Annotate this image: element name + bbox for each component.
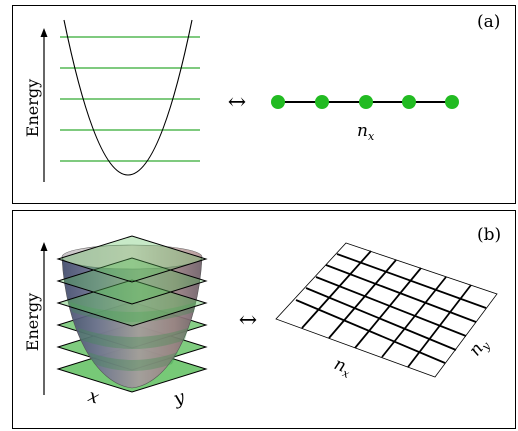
panel-b-label: (b) xyxy=(477,225,501,245)
chain-label-nx: nx xyxy=(357,121,375,143)
base-x-label: x xyxy=(85,385,101,408)
chain-site xyxy=(271,95,285,109)
energy-plane xyxy=(56,235,208,283)
panel-a-frame xyxy=(12,5,516,204)
base-y-label: y xyxy=(170,386,188,410)
panel-a: (a) Energy ↔ nx xyxy=(12,5,516,204)
energy-axis-arrowhead-b xyxy=(40,242,48,251)
lattice-line xyxy=(381,276,447,358)
panel-a-label: (a) xyxy=(477,12,500,32)
lattice-line xyxy=(305,287,457,351)
energy-plane xyxy=(56,279,208,327)
lattice-line xyxy=(407,284,472,368)
paraboloid-rim xyxy=(61,244,203,270)
paraboloid-band xyxy=(78,328,188,349)
energy-label-b: Energy xyxy=(23,293,42,351)
lattice-line xyxy=(354,267,422,349)
chain-sites xyxy=(271,95,459,109)
lattice-grid xyxy=(275,242,498,378)
panel-b-frame xyxy=(12,210,516,429)
lattice-boundary xyxy=(275,242,498,378)
harmonic-potential-curve xyxy=(63,19,193,176)
lattice-line xyxy=(315,276,467,337)
chain-site xyxy=(402,95,416,109)
chain-site xyxy=(315,95,329,109)
energy-levels-a xyxy=(60,36,200,162)
energy-planes-b-upper xyxy=(56,235,208,327)
paraboloid-band xyxy=(88,352,178,371)
energy-axis-arrowhead-a xyxy=(40,28,48,37)
equivalence-arrow-b: ↔ xyxy=(239,308,257,333)
grid-label-ny: ny xyxy=(465,334,493,362)
grid-label-nx: nx xyxy=(330,354,355,381)
energy-plane xyxy=(56,257,208,305)
energy-label-a: Energy xyxy=(23,79,42,137)
chain-site xyxy=(445,95,459,109)
lattice-line xyxy=(336,253,487,309)
equivalence-arrow-a: ↔ xyxy=(228,90,246,115)
panel-b: (b) Energy x y ↔ xyxy=(12,210,516,429)
lattice-line xyxy=(328,259,397,339)
chain-site xyxy=(359,95,373,109)
lattice-line xyxy=(301,250,372,329)
